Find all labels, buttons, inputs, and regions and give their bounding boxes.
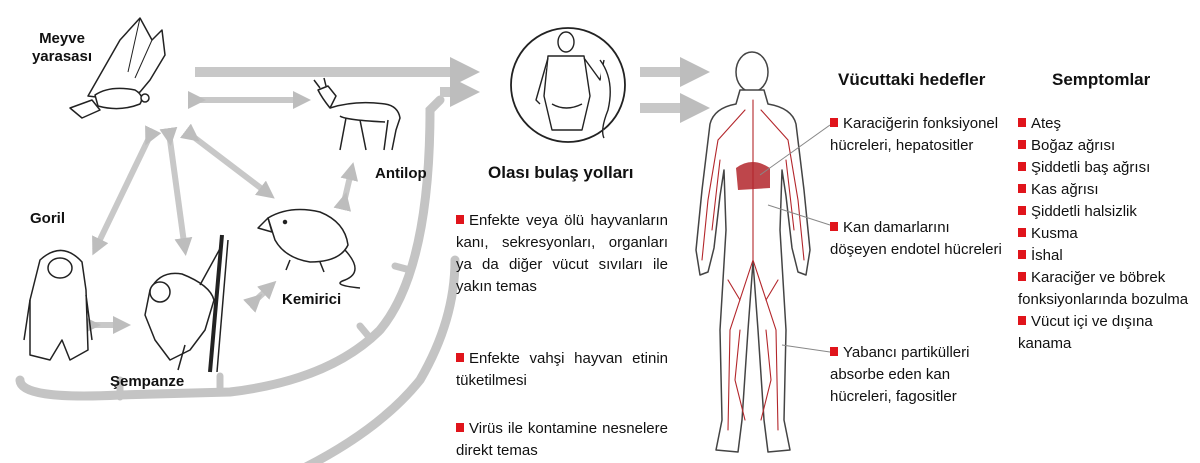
- chimpanzee-label: Şempanze: [110, 373, 184, 391]
- symptom-item: Şiddetli baş ağrısı: [1018, 157, 1200, 179]
- route-text: Enfekte veya ölü hayvanların kanı, sekre…: [456, 212, 668, 295]
- gorilla-icon: [24, 250, 92, 360]
- human-body-icon: [696, 52, 830, 452]
- bullet-icon: [1018, 206, 1026, 215]
- symptoms-list: Ateş Boğaz ağrısı Şiddetli baş ağrısı Ka…: [1018, 113, 1200, 355]
- target-text: Kan damarlarını döşeyen endotel hücreler…: [830, 219, 1002, 258]
- route-item: Enfekte veya ölü hayvanların kanı, sekre…: [456, 210, 668, 298]
- bullet-icon: [1018, 228, 1026, 237]
- bullet-icon: [1018, 118, 1026, 127]
- symptom-item: İshal: [1018, 245, 1200, 267]
- fruit-bat-label: Meyve yarasası: [22, 30, 102, 66]
- symptom-text: Karaciğer ve böbrek fonksiyonlarında boz…: [1018, 269, 1188, 308]
- antelope-label: Antilop: [375, 165, 427, 183]
- rodent-icon: [258, 210, 360, 288]
- symptom-item: Vücut içi ve dışına kanama: [1018, 311, 1200, 355]
- bullet-icon: [456, 353, 464, 362]
- bullet-icon: [1018, 272, 1026, 281]
- target-item: Karaciğerin fonksiyonel hücreleri, hepat…: [830, 113, 1005, 157]
- symptom-text: İshal: [1031, 247, 1063, 264]
- symptom-item: Kusma: [1018, 223, 1200, 245]
- bullet-icon: [456, 215, 464, 224]
- target-item: Yabancı partikülleri absorbe eden kan hü…: [830, 342, 1005, 408]
- symptom-text: Şiddetli baş ağrısı: [1031, 159, 1150, 176]
- bullet-icon: [1018, 140, 1026, 149]
- symptoms-title: Semptomlar: [1052, 70, 1150, 90]
- symptom-item: Boğaz ağrısı: [1018, 135, 1200, 157]
- symptom-text: Şiddetli halsizlik: [1031, 203, 1137, 220]
- symptom-item: Şiddetli halsizlik: [1018, 201, 1200, 223]
- bullet-icon: [830, 118, 838, 127]
- bullet-icon: [1018, 184, 1026, 193]
- bullet-icon: [1018, 250, 1026, 259]
- route-text: Virüs ile kontamine nesnelere direkt tem…: [456, 420, 668, 459]
- target-text: Karaciğerin fonksiyonel hücreleri, hepat…: [830, 115, 998, 154]
- bullet-icon: [830, 347, 838, 356]
- symptom-text: Vücut içi ve dışına kanama: [1018, 313, 1153, 352]
- gorilla-label: Goril: [30, 210, 65, 228]
- bullet-icon: [1018, 316, 1026, 325]
- targets-title: Vücuttaki hedefler: [838, 70, 985, 90]
- symptom-item: Ateş: [1018, 113, 1200, 135]
- rodent-label: Kemirici: [282, 291, 341, 309]
- route-text: Enfekte vahşi hayvan etinin tüketilmesi: [456, 350, 668, 389]
- hunter-icon: [511, 28, 625, 142]
- target-item: Kan damarlarını döşeyen endotel hücreler…: [830, 217, 1005, 261]
- symptom-item: Karaciğer ve böbrek fonksiyonlarında boz…: [1018, 267, 1200, 311]
- route-item: Enfekte vahşi hayvan etinin tüketilmesi: [456, 348, 668, 392]
- target-text: Yabancı partikülleri absorbe eden kan hü…: [830, 344, 969, 405]
- symptom-text: Ateş: [1031, 115, 1061, 132]
- bullet-icon: [1018, 162, 1026, 171]
- chimpanzee-icon: [145, 235, 228, 372]
- symptom-text: Boğaz ağrısı: [1031, 137, 1115, 154]
- symptom-text: Kas ağrısı: [1031, 181, 1099, 198]
- symptom-text: Kusma: [1031, 225, 1078, 242]
- route-item: Virüs ile kontamine nesnelere direkt tem…: [456, 418, 668, 462]
- antelope-icon: [314, 78, 400, 150]
- bullet-icon: [456, 423, 464, 432]
- transmission-title: Olası bulaş yolları: [488, 163, 634, 183]
- symptom-item: Kas ağrısı: [1018, 179, 1200, 201]
- bullet-icon: [830, 222, 838, 231]
